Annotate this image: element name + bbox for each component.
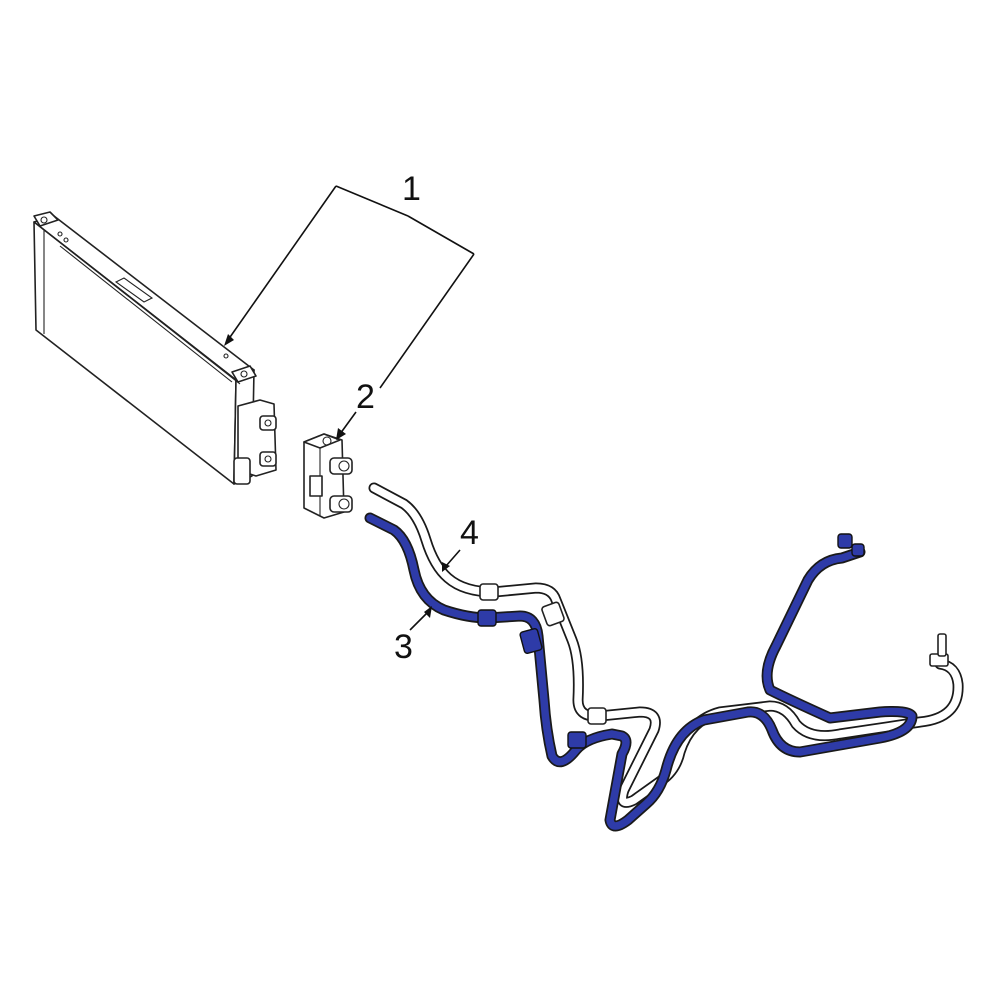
callout-4: 4 bbox=[460, 514, 479, 552]
callout-2: 2 bbox=[356, 378, 375, 416]
oil-cooler-icon bbox=[33, 211, 277, 485]
cooler-line-3 bbox=[364, 512, 918, 832]
leader-lines bbox=[224, 185, 475, 631]
callout-3: 3 bbox=[394, 628, 413, 666]
callout-1: 1 bbox=[402, 170, 421, 208]
adapter-fitting-icon bbox=[303, 433, 353, 519]
cooler-line-4 bbox=[368, 482, 964, 808]
